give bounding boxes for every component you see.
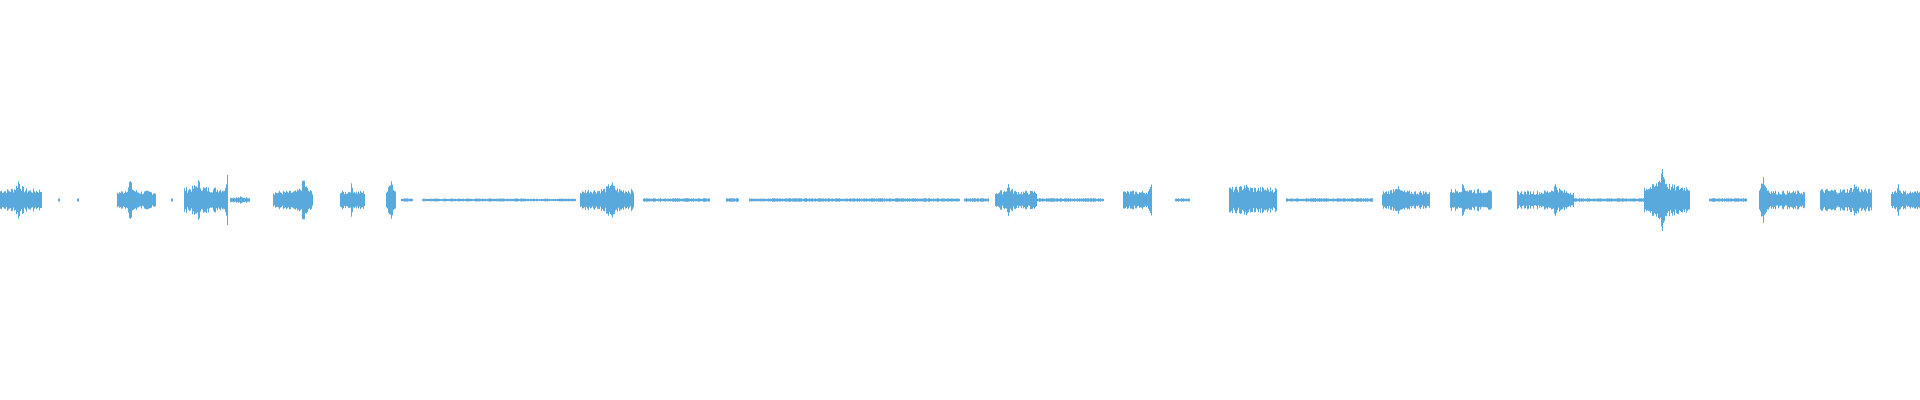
waveform-segment — [386, 181, 396, 219]
waveform-segment — [1574, 198, 1651, 202]
waveform-segment — [273, 180, 313, 220]
waveform-segment — [117, 181, 156, 219]
waveform-segment — [643, 198, 710, 202]
waveform-segment — [1382, 186, 1430, 214]
waveform-segment — [422, 198, 576, 202]
waveform-segment — [340, 183, 365, 217]
waveform-segment — [58, 198, 60, 202]
waveform-segment — [1644, 169, 1690, 231]
waveform-segment — [726, 198, 739, 202]
waveform-segment — [1123, 184, 1152, 216]
waveform-segment — [225, 174, 228, 226]
waveform-segment — [1450, 183, 1488, 217]
waveform-segment — [184, 180, 227, 220]
waveform-segment — [230, 196, 250, 204]
waveform-segment — [1709, 198, 1747, 202]
waveform-segment — [77, 198, 79, 202]
waveform-segment — [995, 183, 1037, 217]
waveform-segment — [1488, 190, 1492, 210]
waveform-segment — [1175, 198, 1190, 202]
waveform-segment — [1891, 184, 1920, 216]
waveform-segment — [401, 198, 413, 202]
waveform-segment — [1286, 198, 1373, 202]
waveform-segment — [1820, 184, 1872, 216]
waveform-segment — [964, 198, 989, 202]
waveform-segment — [584, 182, 634, 218]
waveform-segment — [171, 198, 173, 202]
waveform-segment — [1517, 183, 1574, 217]
waveform-segment — [1229, 184, 1277, 216]
waveform-segment — [1037, 198, 1104, 202]
waveform-segment — [0, 181, 42, 219]
waveform-segment — [749, 198, 960, 202]
waveform-segment — [580, 191, 584, 209]
waveform-bars — [0, 169, 1920, 231]
waveform-segment — [1759, 177, 1805, 223]
